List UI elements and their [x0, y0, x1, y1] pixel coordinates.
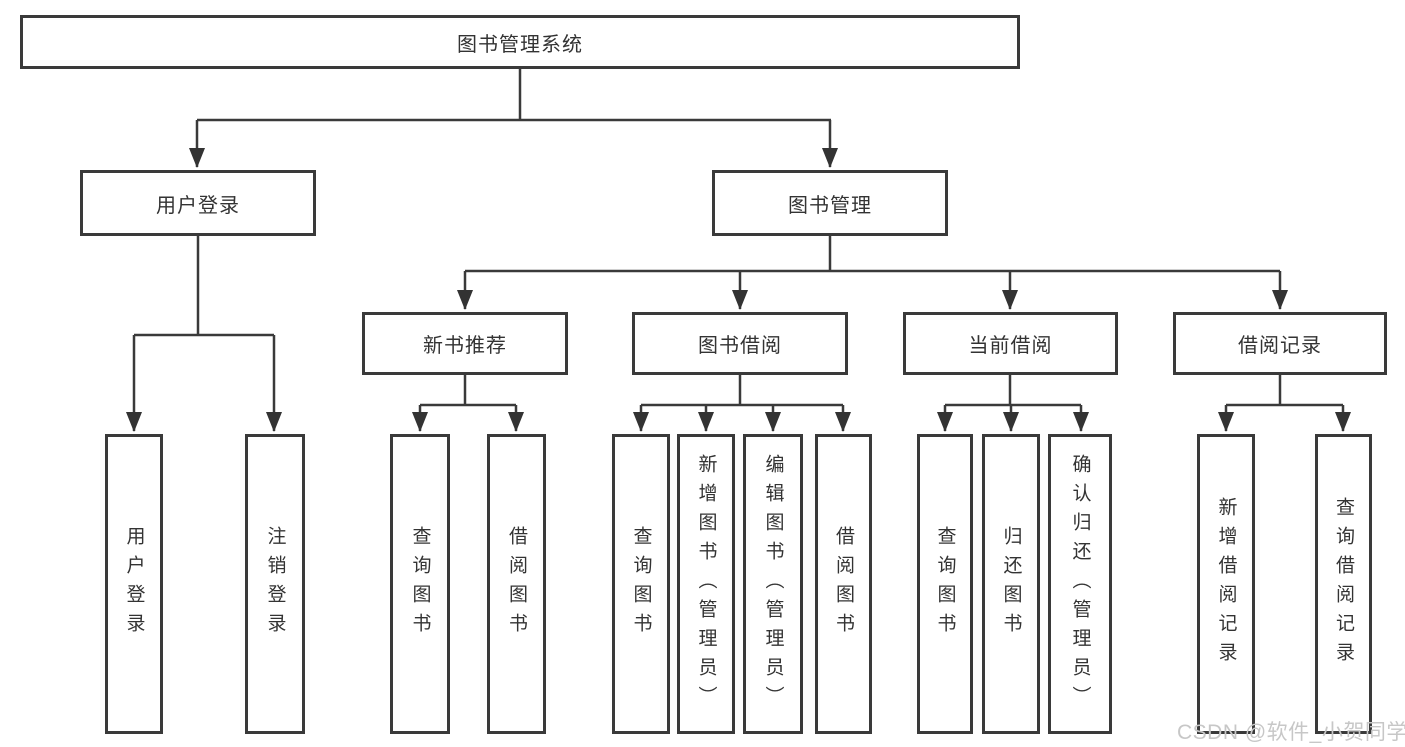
node-new-book-recommend-label: 新书推荐: [423, 335, 507, 357]
node-root: 图书管理系统: [20, 15, 1020, 69]
csdn-watermark: CSDN @软件_小贺同学: [1177, 721, 1405, 744]
leaf-return-book-label: 归还图书: [1000, 526, 1022, 642]
leaf-query-book-3: 查询图书: [917, 434, 973, 734]
leaf-confirm-return-admin-label: 确认归还（管理员）: [1069, 453, 1091, 715]
leaf-add-book-admin-label: 新增图书（管理员）: [695, 453, 717, 715]
leaf-query-book-2-label: 查询图书: [630, 526, 652, 642]
node-book-management-label: 图书管理: [788, 194, 872, 217]
node-book-management: 图书管理: [712, 170, 948, 236]
node-new-book-recommend: 新书推荐: [362, 312, 568, 375]
node-root-label: 图书管理系统: [457, 33, 583, 56]
leaf-query-book-1: 查询图书: [390, 434, 450, 734]
leaf-user-login-label: 用户登录: [123, 526, 145, 642]
leaf-confirm-return-admin: 确认归还（管理员）: [1048, 434, 1112, 734]
leaf-return-book: 归还图书: [982, 434, 1040, 734]
leaf-logout: 注销登录: [245, 434, 305, 734]
node-book-borrow: 图书借阅: [632, 312, 848, 375]
node-book-borrow-label: 图书借阅: [698, 335, 782, 357]
node-borrow-records: 借阅记录: [1173, 312, 1387, 375]
leaf-borrow-book-1: 借阅图书: [487, 434, 546, 734]
leaf-query-book-2: 查询图书: [612, 434, 670, 734]
leaf-add-book-admin: 新增图书（管理员）: [677, 434, 735, 734]
node-current-borrow-label: 当前借阅: [968, 335, 1053, 357]
leaf-add-borrow-record: 新增借阅记录: [1197, 434, 1255, 734]
node-current-borrow: 当前借阅: [903, 312, 1118, 375]
leaf-query-book-1-label: 查询图书: [409, 526, 431, 642]
leaf-query-book-3-label: 查询图书: [934, 526, 956, 642]
leaf-logout-label: 注销登录: [264, 526, 286, 642]
leaf-add-borrow-record-label: 新增借阅记录: [1215, 497, 1237, 671]
node-borrow-records-label: 借阅记录: [1238, 335, 1322, 357]
leaf-edit-book-admin: 编辑图书（管理员）: [743, 434, 803, 734]
leaf-query-borrow-record: 查询借阅记录: [1315, 434, 1372, 734]
leaf-user-login: 用户登录: [105, 434, 163, 734]
node-user-login: 用户登录: [80, 170, 316, 236]
leaf-borrow-book-1-label: 借阅图书: [506, 526, 527, 642]
node-user-login-label: 用户登录: [156, 194, 240, 217]
leaf-borrow-book-2-label: 借阅图书: [833, 526, 854, 642]
leaf-edit-book-admin-label: 编辑图书（管理员）: [762, 453, 784, 715]
leaf-borrow-book-2: 借阅图书: [815, 434, 872, 734]
leaf-query-borrow-record-label: 查询借阅记录: [1333, 497, 1354, 671]
